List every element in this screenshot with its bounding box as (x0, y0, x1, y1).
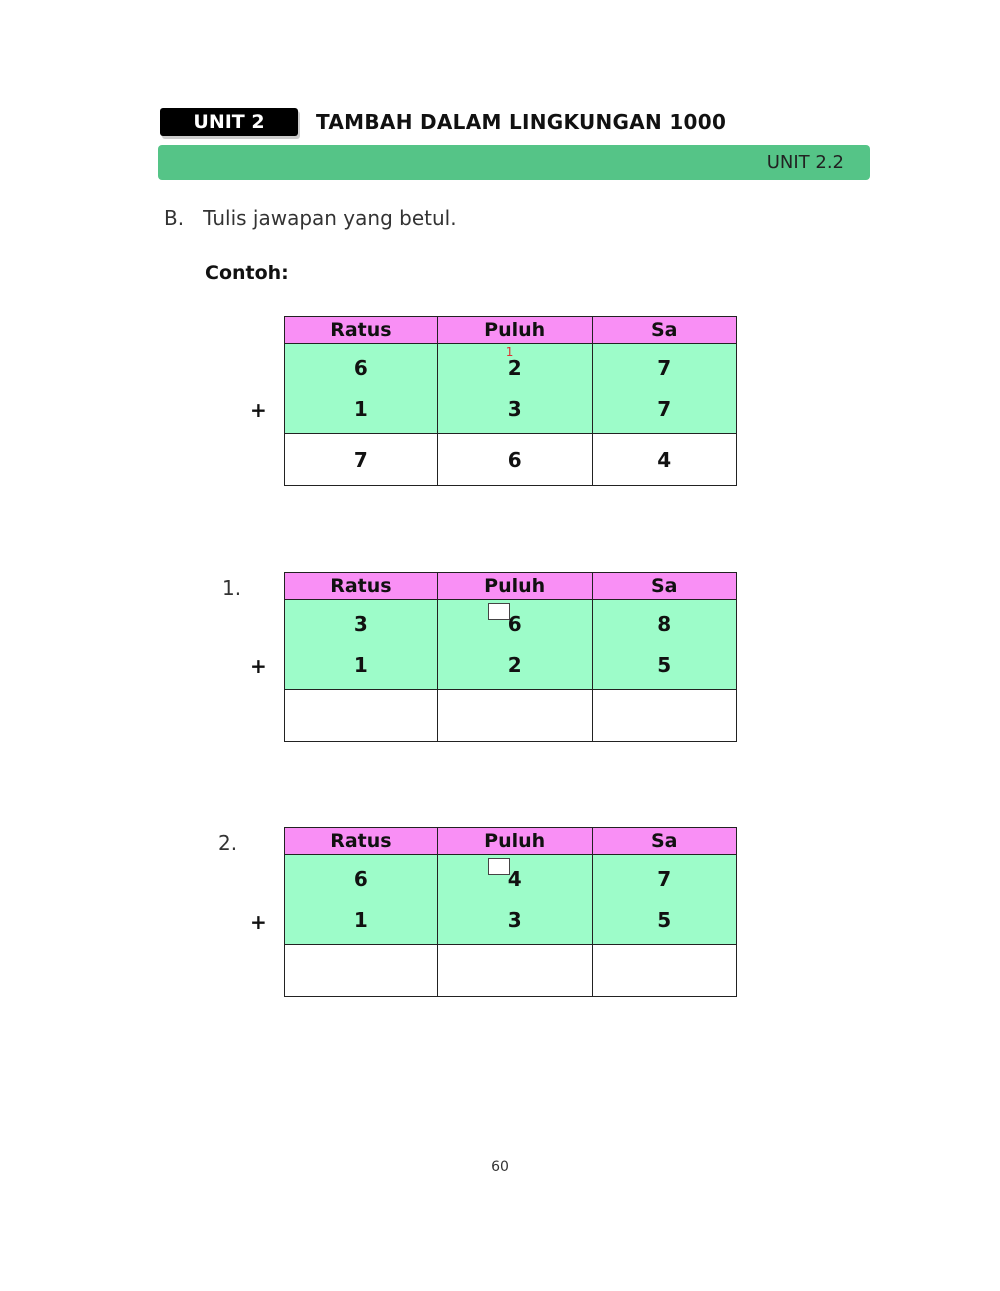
answer-puluh-input[interactable] (437, 945, 592, 996)
digit: 5 (657, 908, 672, 932)
carry-input[interactable] (487, 603, 510, 620)
header-puluh: Puluh (436, 572, 593, 600)
digit: 6 (353, 356, 368, 380)
plus-sign: + (250, 910, 267, 934)
answer-digit: 4 (591, 433, 738, 486)
answer-ratus-input[interactable] (285, 690, 437, 741)
answer-puluh-input[interactable] (437, 690, 592, 741)
subunit-banner: UNIT 2.2 (158, 145, 870, 180)
page-number: 60 (491, 1159, 509, 1175)
digit: 3 (507, 397, 522, 421)
header-sa: Sa (591, 827, 738, 855)
carry-mark: 1 (505, 345, 514, 359)
digit: 2 (507, 653, 522, 677)
plus-sign: + (250, 398, 267, 422)
digit: 6 (507, 612, 522, 636)
digit: 2 (507, 356, 522, 380)
plus-sign: + (250, 654, 267, 678)
question-number: 2. (218, 831, 238, 855)
carry-input[interactable] (487, 858, 510, 875)
subunit-label: UNIT 2.2 (766, 152, 844, 173)
digit: 1 (353, 653, 368, 677)
digit: 7 (657, 867, 672, 891)
header-puluh: Puluh (436, 827, 593, 855)
example-label: Contoh: (205, 262, 289, 284)
instruction: B. Tulis jawapan yang betul. (164, 206, 457, 230)
header-ratus: Ratus (284, 827, 438, 855)
header-ratus: Ratus (284, 316, 438, 344)
digit: 8 (657, 612, 672, 636)
header-puluh: Puluh (436, 316, 593, 344)
answer-ratus-input[interactable] (285, 945, 437, 996)
digit: 1 (353, 397, 368, 421)
answer-digit: 6 (436, 433, 593, 486)
digit: 3 (507, 908, 522, 932)
digit: 4 (507, 867, 522, 891)
header-sa: Sa (591, 572, 738, 600)
question-number: 1. (222, 576, 242, 600)
header-sa: Sa (591, 316, 738, 344)
question-2-table: Ratus Puluh Sa 6 1 4 3 7 5 (284, 827, 738, 997)
digit: 3 (353, 612, 368, 636)
page-title: TAMBAH DALAM LINGKUNGAN 1000 (316, 110, 727, 134)
digit: 6 (353, 867, 368, 891)
header-ratus: Ratus (284, 572, 438, 600)
question-1-table: Ratus Puluh Sa 3 1 6 2 8 5 (284, 572, 738, 742)
digit: 7 (657, 397, 672, 421)
digit: 5 (657, 653, 672, 677)
digit: 7 (657, 356, 672, 380)
digit: 1 (353, 908, 368, 932)
answer-sa-input[interactable] (592, 945, 736, 996)
answer-digit: 7 (284, 433, 438, 486)
answer-sa-input[interactable] (592, 690, 736, 741)
unit-badge: UNIT 2 (160, 108, 298, 136)
